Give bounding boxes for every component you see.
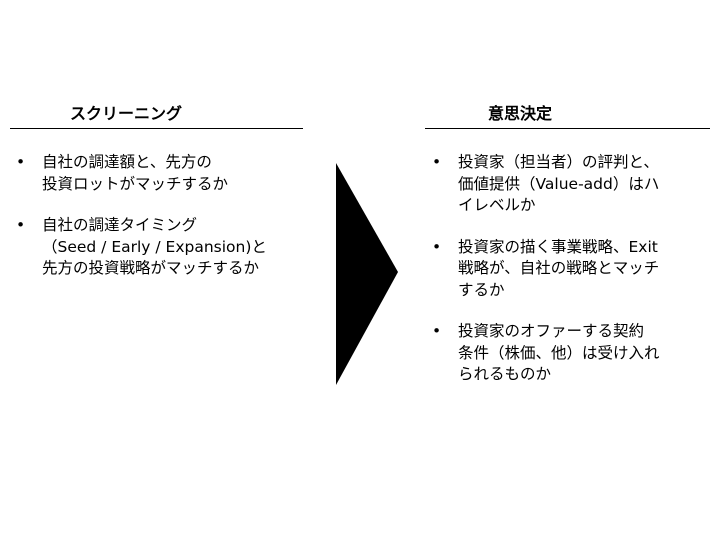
list-item: • 自社の調達額と、先方の 投資ロットがマッチするか (16, 153, 229, 193)
bullet-icon: • (432, 237, 442, 256)
list-item: • 投資家のオファーする契約 条件（株価、他）は受け入れ られるものか (432, 322, 660, 383)
decision-title: 意思決定 (488, 104, 553, 123)
list-item: • 自社の調達タイミング （Seed / Early / Expansion)と… (16, 216, 267, 277)
decision-criteria-list: • 投資家（担当者）の評判と、 価値提供（Value-add）はハ イレベルか … (428, 152, 718, 406)
list-item: • 投資家の描く事業戦略、Exit 戦略が、自社の戦略とマッチ するか (432, 237, 660, 299)
list-item: • 投資家（担当者）の評判と、 価値提供（Value-add）はハ イレベルか (432, 153, 660, 214)
screening-title: スクリーニング (70, 104, 183, 123)
bullet-icon: • (16, 153, 26, 171)
screening-divider (10, 128, 303, 129)
chevron-right-arrow-icon (336, 163, 398, 385)
decision-divider (425, 128, 710, 129)
screening-criteria-list: • 自社の調達額と、先方の 投資ロットがマッチするか • 自社の調達タイミング … (12, 152, 312, 300)
bullet-icon: • (16, 216, 26, 234)
bullet-icon: • (432, 322, 442, 340)
bullet-icon: • (432, 153, 442, 171)
